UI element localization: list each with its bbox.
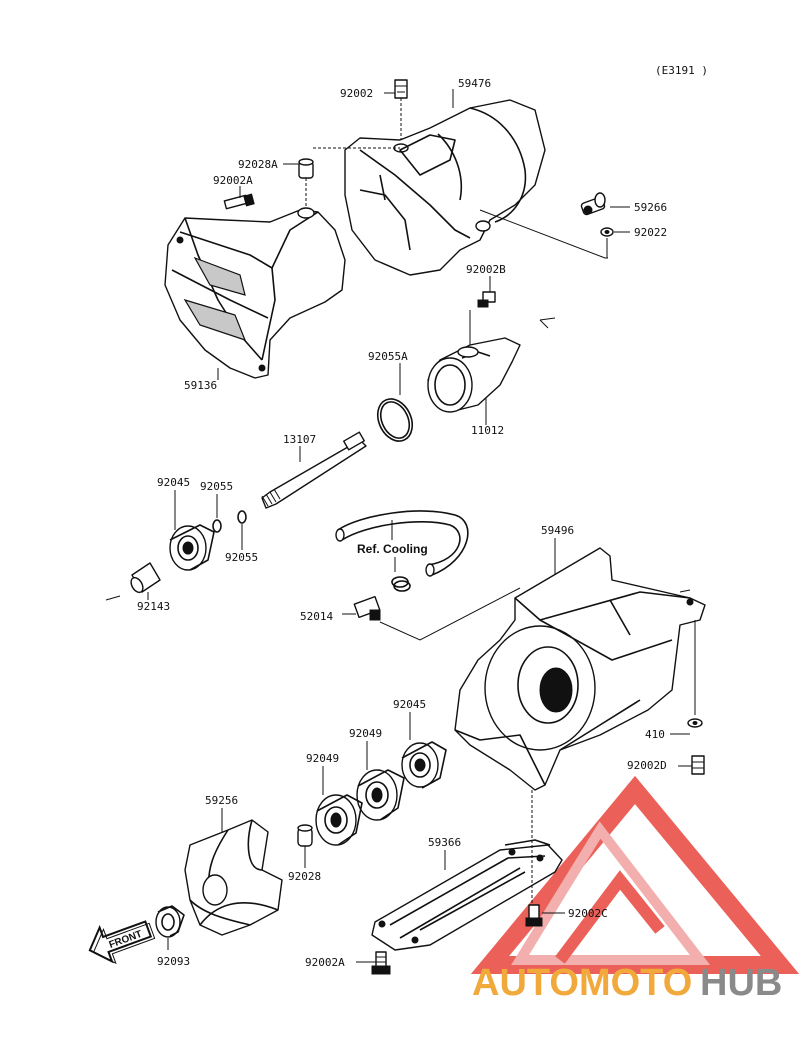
bearing-92049-a (356, 769, 405, 821)
label-410: 410 (645, 728, 665, 741)
washer-410 (687, 718, 703, 728)
label-59136: 59136 (184, 379, 217, 392)
label-59266: 59266 (634, 201, 667, 214)
pump-cover-11012 (427, 337, 521, 413)
label-92055-a: 92055 (200, 480, 233, 493)
label-92093: 92093 (157, 955, 190, 968)
spacer-92093 (155, 905, 185, 938)
cooling-hose (335, 510, 469, 577)
watermark-brand-part2: HUB (700, 962, 782, 1004)
label-92022: 92022 (634, 226, 667, 239)
drive-shaft-13107 (261, 431, 367, 509)
sleeve-92143 (130, 562, 161, 594)
collar-92028 (297, 824, 313, 847)
diagram-code: (E3191 ) (655, 64, 708, 77)
label-92055-b: 92055 (225, 551, 258, 564)
pump-housing-59496 (454, 547, 706, 791)
fitting-59266 (580, 192, 606, 216)
label-92055A: 92055A (368, 350, 408, 363)
bolt-92002B (477, 291, 496, 308)
label-92002D: 92002D (627, 759, 667, 772)
label-59366: 59366 (428, 836, 461, 849)
watermark-logo (470, 775, 800, 974)
bolt-92002C (525, 904, 543, 927)
label-52014: 52014 (300, 610, 333, 623)
label-11012: 11012 (471, 424, 504, 437)
collar-92028A (298, 158, 314, 179)
front-arrow: FRONT (88, 920, 156, 965)
label-92002A-bottom: 92002A (305, 956, 345, 969)
label-92002A-top: 92002A (213, 174, 253, 187)
label-92028A: 92028A (238, 158, 278, 171)
fitting-52014 (353, 595, 381, 621)
bearing-92049-b (315, 794, 363, 846)
bearing-92045-mid (401, 741, 447, 789)
label-92143: 92143 (137, 600, 170, 613)
ref-cooling-label: Ref. Cooling (357, 542, 428, 556)
circlip-92055-b (237, 510, 247, 524)
bolt-92002D (691, 755, 705, 775)
label-59496: 59496 (541, 524, 574, 537)
label-59476: 59476 (458, 77, 491, 90)
watermark-brand-part1: AUTOMOTO (472, 962, 692, 1004)
hose-clamp (391, 576, 411, 592)
pump-casing-59476 (344, 99, 546, 276)
bolt-92002A-bottom (371, 951, 391, 975)
label-92049-b: 92049 (306, 752, 339, 765)
label-92002-top: 92002 (340, 87, 373, 100)
label-92002B: 92002B (466, 263, 506, 276)
label-59256: 59256 (205, 794, 238, 807)
label-92045-mid: 92045 (393, 698, 426, 711)
label-92002C: 92002C (568, 907, 608, 920)
circlip-92055-a (212, 519, 222, 533)
label-92049-a: 92049 (349, 727, 382, 740)
label-92028: 92028 (288, 870, 321, 883)
ride-plate-59366 (371, 839, 563, 951)
washer-92022 (600, 227, 614, 237)
nozzle-housing-59136 (164, 207, 346, 379)
label-92045-left: 92045 (157, 476, 190, 489)
bearing-92045-left (169, 524, 215, 571)
watermark-text: AUTOMOTO HUB (472, 962, 782, 1004)
o-ring-92055A (376, 398, 414, 442)
bolt-92002A-top (223, 193, 255, 210)
impeller-59256 (184, 819, 283, 936)
bolt-92002-top (394, 79, 408, 99)
label-13107: 13107 (283, 433, 316, 446)
